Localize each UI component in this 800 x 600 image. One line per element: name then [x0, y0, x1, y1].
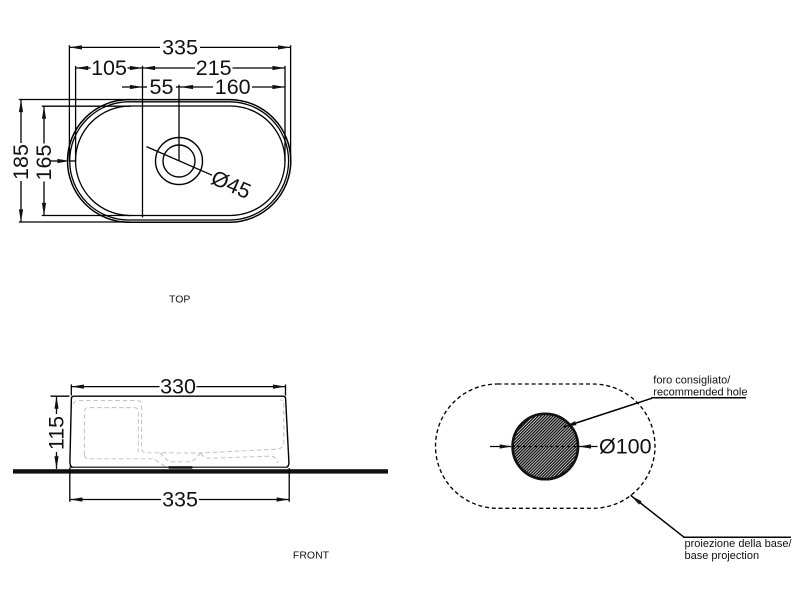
- svg-text:foro consigliato/: foro consigliato/: [653, 374, 731, 386]
- svg-text:105: 105: [91, 56, 127, 80]
- svg-text:165: 165: [32, 145, 56, 181]
- svg-text:330: 330: [160, 375, 196, 399]
- svg-text:TOP: TOP: [169, 293, 190, 305]
- svg-text:proiezione della base/: proiezione della base/: [685, 538, 793, 550]
- svg-text:160: 160: [215, 75, 251, 99]
- svg-text:215: 215: [196, 56, 232, 80]
- svg-text:115: 115: [45, 416, 69, 450]
- svg-text:FRONT: FRONT: [293, 549, 330, 561]
- svg-text:55: 55: [150, 75, 174, 99]
- svg-text:335: 335: [162, 488, 198, 512]
- svg-text:base projection: base projection: [685, 550, 760, 562]
- svg-text:335: 335: [162, 35, 198, 59]
- svg-text:Ø100: Ø100: [599, 435, 652, 459]
- svg-text:recommended hole: recommended hole: [653, 386, 747, 398]
- svg-text:185: 185: [9, 144, 33, 180]
